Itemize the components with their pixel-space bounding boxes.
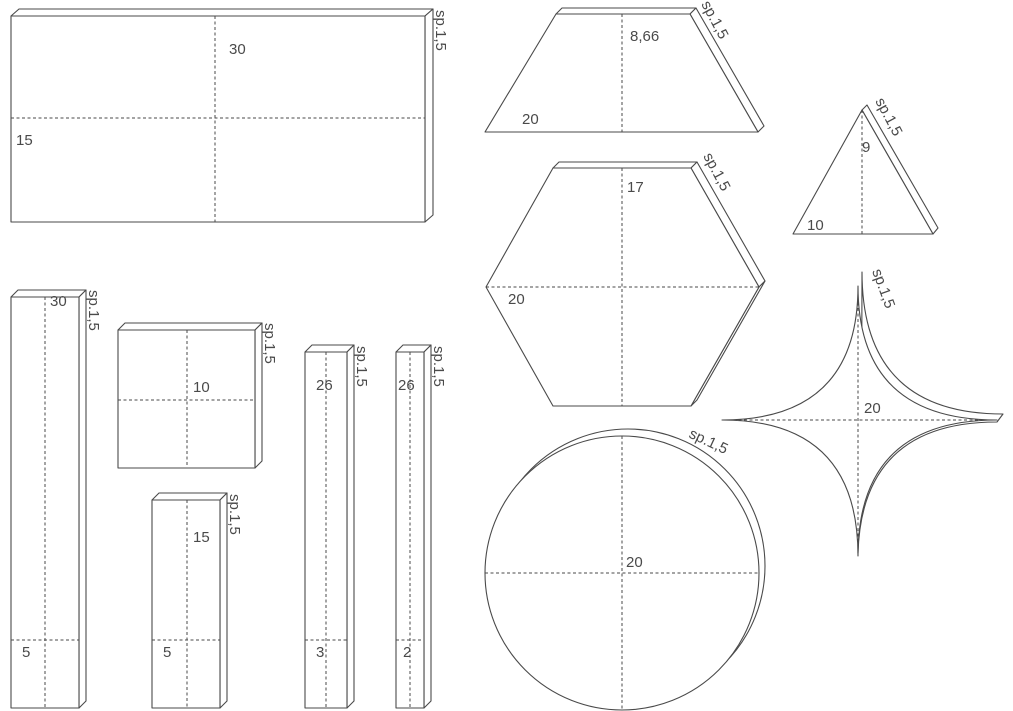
bar-26x2-thickness-label: sp.1,5 [430, 346, 447, 387]
astroid: 20 sp.1,5 [721, 267, 1004, 557]
bar-26x2-length-label: 26 [398, 377, 415, 394]
rectangle-30x15: 30 15 sp.1,5 [10, 8, 449, 223]
rect-width-label: 30 [229, 41, 246, 58]
hexagon-width-label: 20 [508, 291, 525, 308]
bar-15x5-width-label: 5 [163, 644, 171, 661]
triangle-base-label: 10 [807, 217, 824, 234]
bar-26x3-width-label: 3 [316, 644, 324, 661]
square-side-label: 10 [193, 379, 210, 396]
bar-30x5-width-label: 5 [22, 644, 30, 661]
rect-height-label: 15 [16, 132, 33, 149]
circle-disc: 20 sp.1,5 [484, 425, 766, 711]
triangle: 9 10 sp.1,5 [792, 95, 939, 235]
hexagon-side-label: 17 [627, 179, 644, 196]
bar-26x3-thickness-label: sp.1,5 [353, 346, 370, 387]
bar-30x5: 30 5 sp.1,5 [10, 289, 102, 709]
astroid-width-label: 20 [864, 400, 881, 417]
triangle-height-label: 9 [862, 139, 870, 156]
bar-30x5-length-label: 30 [50, 293, 67, 310]
bar-26x2-width-label: 2 [403, 644, 411, 661]
trapezoid: 8,66 20 sp.1,5 [484, 0, 765, 133]
square-thickness-label: sp.1,5 [261, 323, 278, 364]
square-10: 10 sp.1,5 [117, 322, 278, 469]
trapezoid-base-label: 20 [522, 111, 539, 128]
bar-26x3-length-label: 26 [316, 377, 333, 394]
bar-30x5-thickness-label: sp.1,5 [85, 290, 102, 331]
trapezoid-height-label: 8,66 [630, 28, 659, 45]
bar-26x3: 26 3 sp.1,5 [304, 344, 370, 709]
bar-15x5-thickness-label: sp.1,5 [226, 494, 243, 535]
bar-15x5: 15 5 sp.1,5 [151, 492, 243, 709]
bar-15x5-length-label: 15 [193, 529, 210, 546]
rect-thickness-label: sp.1,5 [432, 10, 449, 51]
astroid-thickness-label: sp.1,5 [868, 267, 898, 311]
circle-diameter-label: 20 [626, 554, 643, 571]
hexagon: 17 20 sp.1,5 [485, 150, 766, 407]
bar-26x2: 26 2 sp.1,5 [395, 344, 447, 709]
